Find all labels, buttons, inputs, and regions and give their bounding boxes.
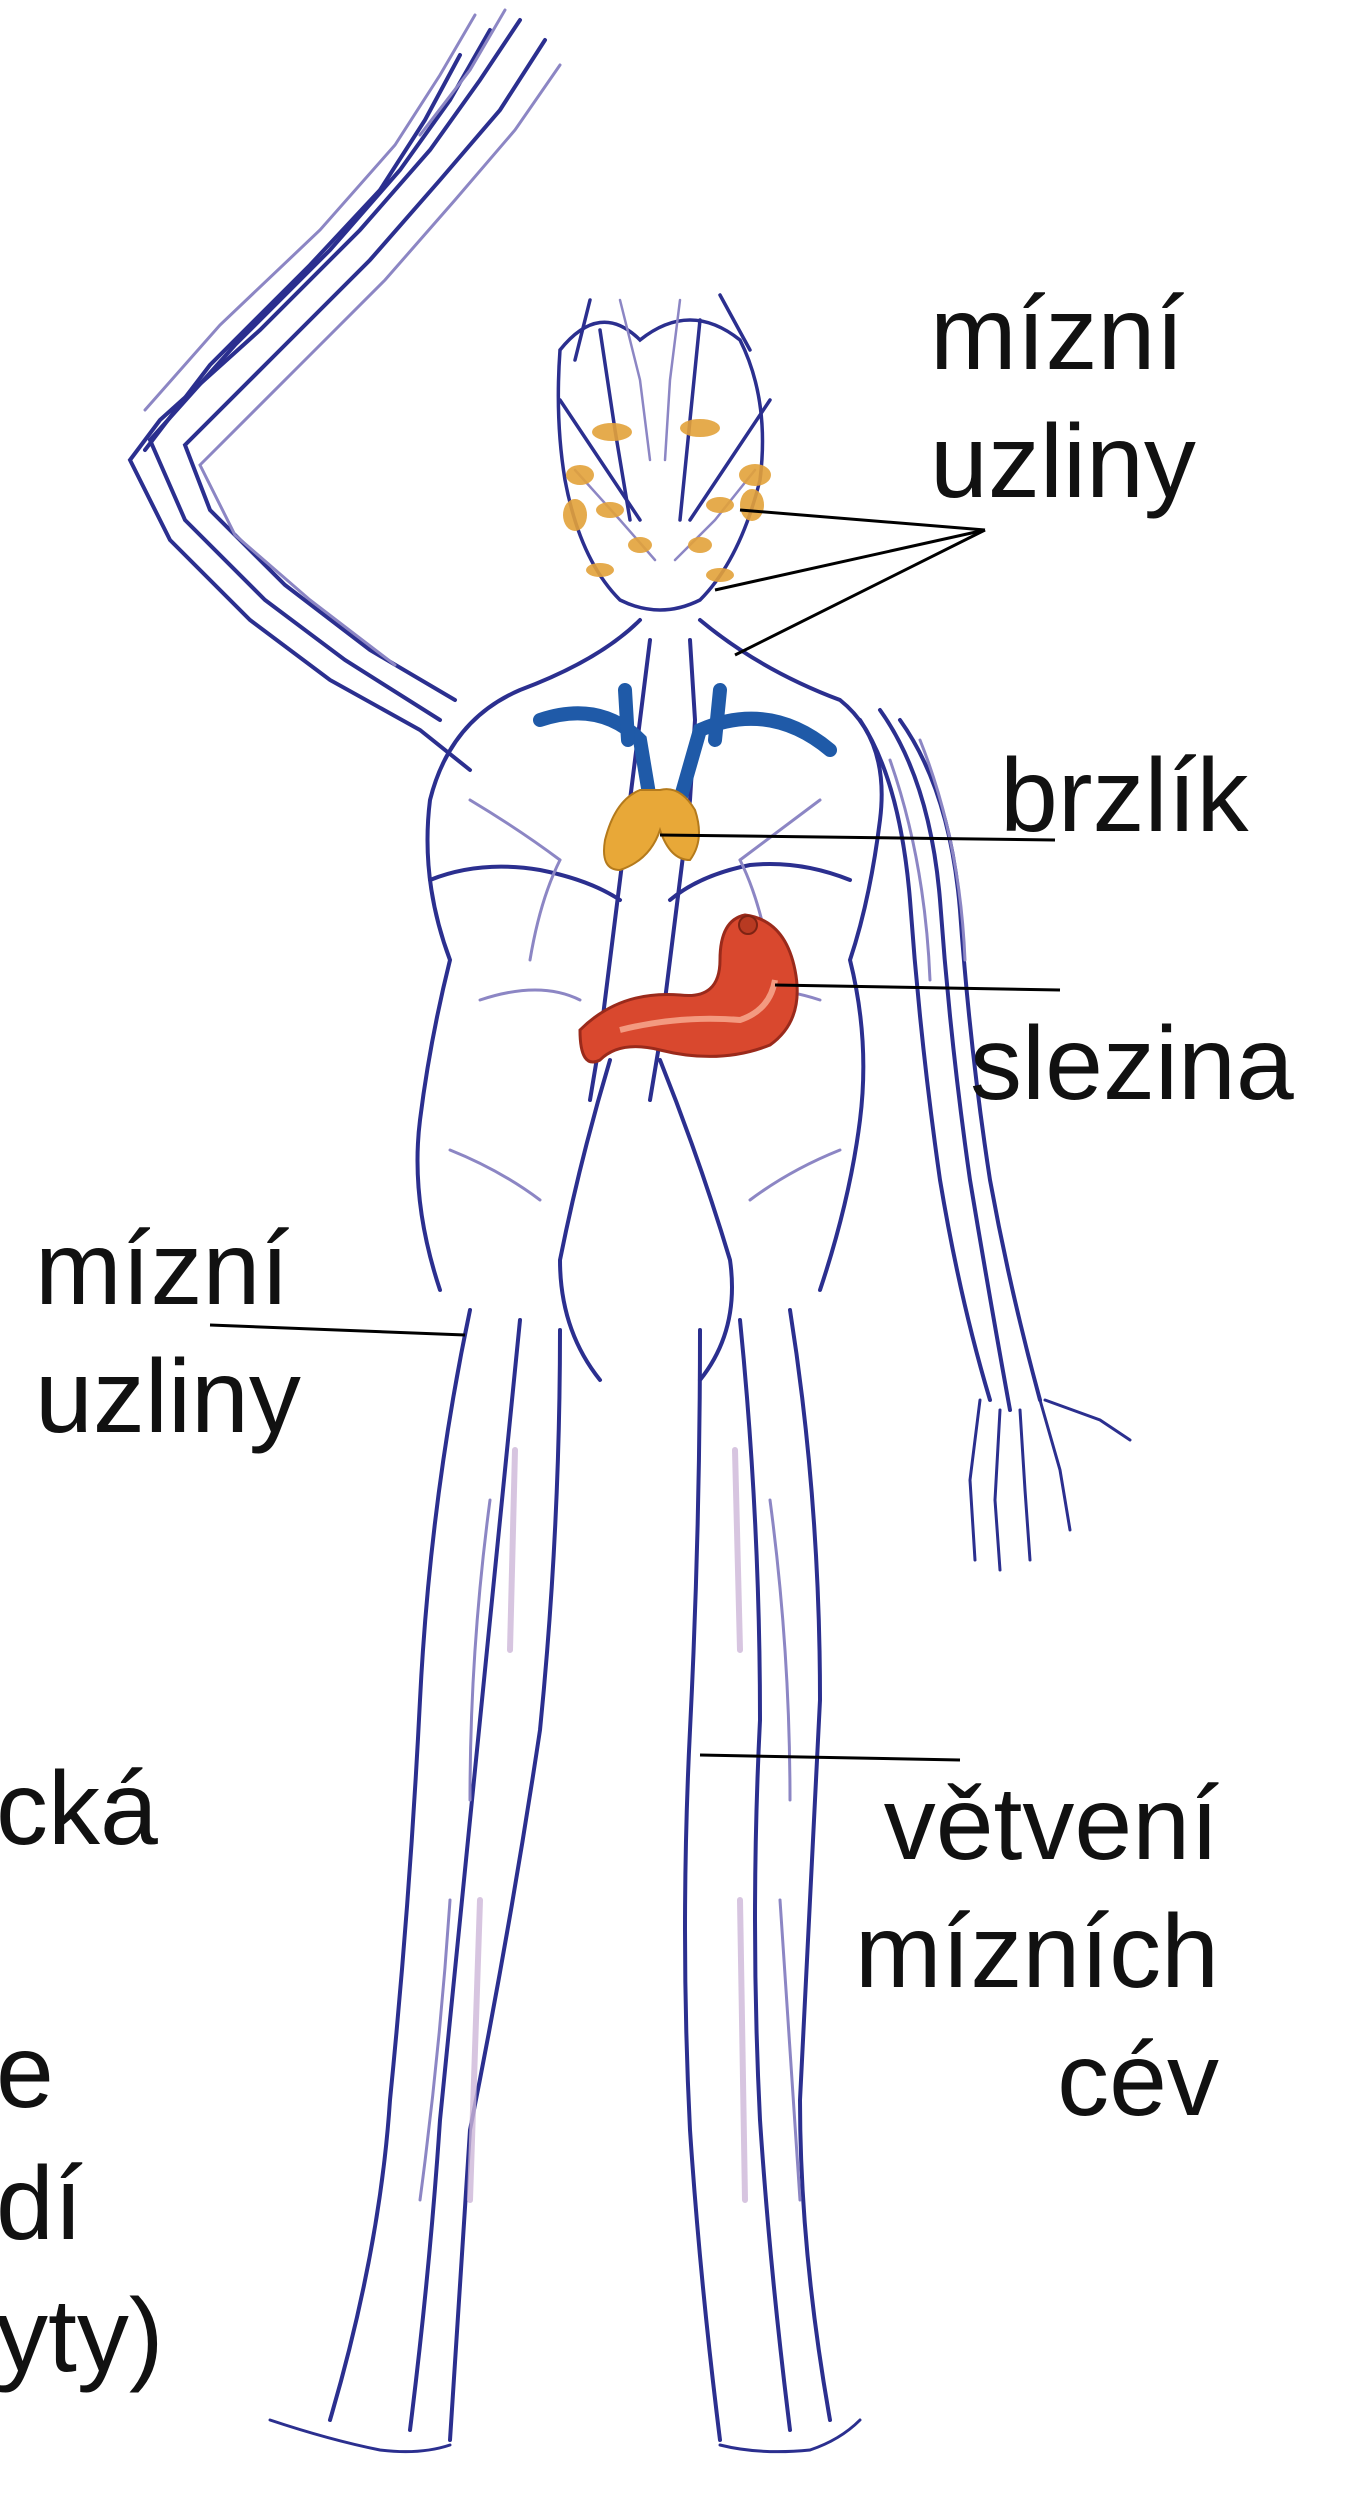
leader-lymph-nodes-upper-2: [715, 530, 985, 590]
label-lymph-nodes-lower-line1: mízní: [35, 1205, 301, 1333]
label-spleen: slezina: [970, 1000, 1294, 1128]
label-lymph-nodes-upper-line1: mízní: [930, 270, 1196, 398]
label-lymph-nodes-lower: mízní uzliny: [35, 1205, 301, 1461]
thoracic-duct: [540, 690, 830, 800]
label-branching: větvení mízních cév: [855, 1760, 1219, 2144]
cut-text-4: yty): [0, 2272, 164, 2400]
thymus-organ: [604, 789, 699, 870]
label-lymph-nodes-upper-line2: uzliny: [930, 398, 1196, 526]
cut-text-3: dí: [0, 2140, 83, 2268]
cut-text-2: e: [0, 2008, 54, 2136]
cut-text-1: cká: [0, 1745, 158, 1873]
head: [558, 295, 770, 610]
label-branching-line1: větvení: [855, 1760, 1219, 1888]
label-branching-line3: cév: [855, 2016, 1219, 2144]
raised-arm: [130, 10, 560, 770]
leader-lymph-nodes-upper-3: [735, 530, 985, 655]
leader-thymus: [660, 835, 1055, 840]
label-thymus: brzlík: [1000, 732, 1248, 860]
label-lymph-nodes-upper: mízní uzliny: [930, 270, 1196, 526]
label-lymph-nodes-lower-line2: uzliny: [35, 1333, 301, 1461]
legs: [270, 1310, 860, 2452]
label-branching-line2: mízních: [855, 1888, 1219, 2016]
